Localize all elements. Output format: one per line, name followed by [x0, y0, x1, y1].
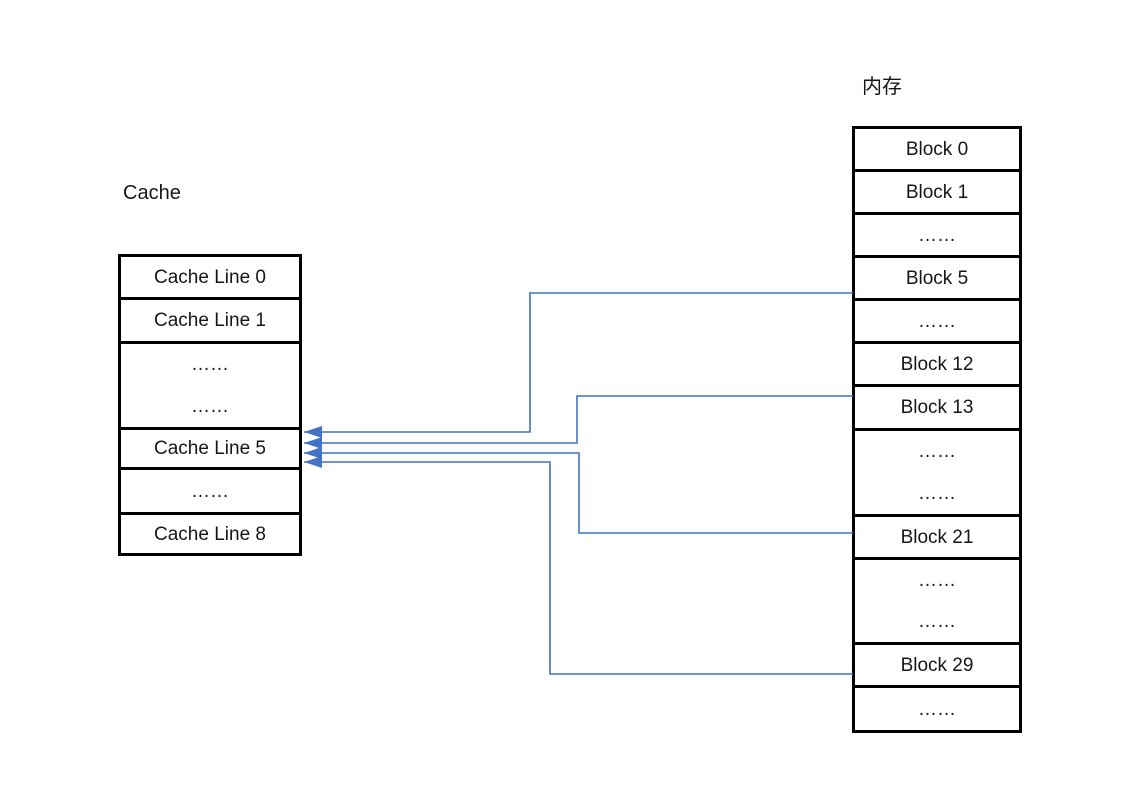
memory-row-ellipsis: …… …… — [855, 431, 1019, 517]
memory-row-label: Block 21 — [900, 526, 974, 548]
connector-block5-to-cacheline5 — [304, 292, 853, 438]
memory-row-block1: Block 1 — [855, 172, 1019, 215]
connector-block21-to-cacheline5 — [304, 447, 853, 534]
memory-row-label: Block 12 — [900, 353, 974, 375]
ellipsis-text: …… — [918, 224, 956, 246]
cache-row-line0: Cache Line 0 — [121, 257, 299, 300]
ellipsis-text: …… — [918, 310, 956, 332]
memory-row-block12: Block 12 — [855, 344, 1019, 387]
cache-row-line8: Cache Line 8 — [121, 515, 299, 553]
ellipsis-text: …… — [191, 480, 229, 502]
ellipsis-text: …… — [918, 611, 956, 632]
memory-row-label: Block 5 — [905, 267, 969, 289]
memory-row-block21: Block 21 — [855, 517, 1019, 560]
cache-title: Cache — [123, 182, 181, 204]
cache-table: Cache Line 0 Cache Line 1 …… …… Cache Li… — [118, 254, 302, 556]
connector-block29-to-cacheline5 — [304, 456, 853, 675]
cache-row-line5: Cache Line 5 — [121, 430, 299, 470]
ellipsis-text: …… — [191, 354, 229, 376]
cache-row-ellipsis: …… — [121, 470, 299, 515]
cache-row-line1: Cache Line 1 — [121, 300, 299, 344]
cache-row-ellipsis: …… …… — [121, 344, 299, 430]
connector-block13-to-cacheline5 — [304, 395, 853, 449]
memory-title: 内存 — [862, 76, 902, 98]
ellipsis-text: …… — [918, 698, 956, 720]
ellipsis-text: …… — [918, 441, 956, 463]
memory-row-ellipsis: …… — [855, 688, 1019, 730]
memory-row-label: Block 0 — [905, 138, 969, 160]
memory-row-ellipsis: …… …… — [855, 560, 1019, 645]
cache-row-label: Cache Line 8 — [154, 523, 266, 545]
memory-row-ellipsis: …… — [855, 215, 1019, 258]
memory-row-block29: Block 29 — [855, 645, 1019, 688]
cache-row-label: Cache Line 0 — [154, 266, 266, 288]
memory-row-label: Block 1 — [905, 181, 969, 203]
cache-row-label: Cache Line 5 — [154, 438, 266, 459]
memory-row-label: Block 13 — [900, 397, 974, 418]
ellipsis-text: …… — [918, 482, 956, 504]
memory-row-block0: Block 0 — [855, 129, 1019, 172]
memory-row-label: Block 29 — [900, 654, 974, 676]
memory-table: Block 0 Block 1 …… Block 5 …… Block 12 B… — [852, 126, 1022, 733]
memory-row-ellipsis: …… — [855, 301, 1019, 344]
memory-row-block5: Block 5 — [855, 258, 1019, 301]
memory-row-block13: Block 13 — [855, 387, 1019, 431]
ellipsis-text: …… — [918, 570, 956, 591]
cache-row-label: Cache Line 1 — [154, 310, 266, 331]
ellipsis-text: …… — [191, 395, 229, 417]
